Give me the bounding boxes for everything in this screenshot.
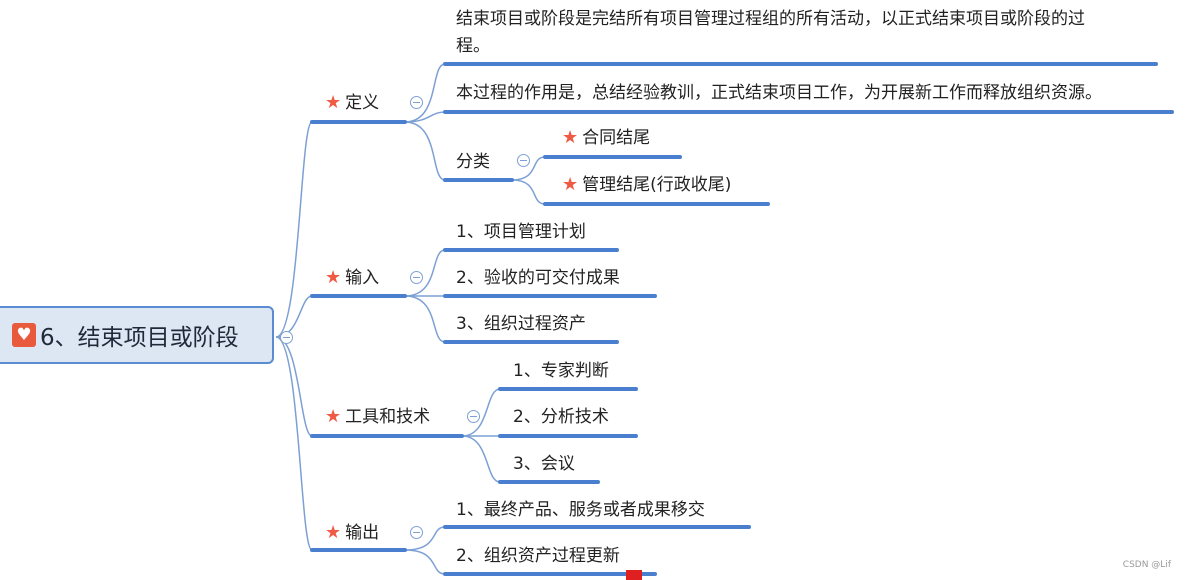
collapse-inputs-button[interactable] [410, 271, 423, 284]
branch-outputs[interactable]: ★输出 [325, 522, 380, 543]
star-icon: ★ [325, 406, 342, 427]
star-icon: ★ [325, 267, 342, 288]
contract-closure-node[interactable]: ★合同结尾 [562, 127, 651, 148]
input-item[interactable]: 3、组织过程资产 [456, 314, 586, 334]
star-icon: ★ [325, 522, 342, 543]
tool-item[interactable]: 2、分析技术 [513, 407, 609, 427]
input-item[interactable]: 2、验收的可交付成果 [456, 268, 620, 288]
branch-inputs[interactable]: ★输入 [325, 267, 380, 288]
collapse-root-button[interactable] [280, 331, 293, 344]
collapse-tools-button[interactable] [467, 410, 480, 423]
branch-definition[interactable]: ★定义 [325, 92, 380, 113]
root-topic[interactable]: ♥ 6、结束项目或阶段 [0, 306, 274, 364]
collapse-outputs-button[interactable] [410, 526, 423, 539]
tool-item[interactable]: 1、专家判断 [513, 361, 609, 381]
definition-text-2[interactable]: 本过程的作用是，总结经验教训，正式结束项目工作，为开展新工作而释放组织资源。 [456, 83, 1102, 103]
definition-text-1[interactable]: 结束项目或阶段是完结所有项目管理过程组的所有活动，以正式结束项目或阶段的过 [456, 9, 1085, 29]
collapse-classify-button[interactable] [517, 154, 530, 167]
branch-tools[interactable]: ★工具和技术 [325, 406, 431, 427]
input-item[interactable]: 1、项目管理计划 [456, 222, 586, 242]
star-icon: ★ [325, 92, 342, 113]
admin-closure-node[interactable]: ★管理结尾(行政收尾) [562, 174, 732, 195]
star-icon: ★ [562, 174, 579, 195]
output-item[interactable]: 1、最终产品、服务或者成果移交 [456, 500, 705, 520]
output-item[interactable]: 2、组织资产过程更新 [456, 546, 620, 566]
root-topic-label: 6、结束项目或阶段 [40, 325, 239, 351]
cursor-marker-icon [626, 570, 642, 580]
watermark: CSDN @Lif [1122, 560, 1171, 570]
tool-item[interactable]: 3、会议 [513, 454, 575, 474]
classify-node[interactable]: 分类 [456, 152, 490, 172]
star-icon: ★ [562, 127, 579, 148]
definition-text-1-cont: 程。 [456, 36, 490, 56]
collapse-definition-button[interactable] [410, 96, 423, 109]
heart-icon: ♥ [12, 323, 36, 347]
